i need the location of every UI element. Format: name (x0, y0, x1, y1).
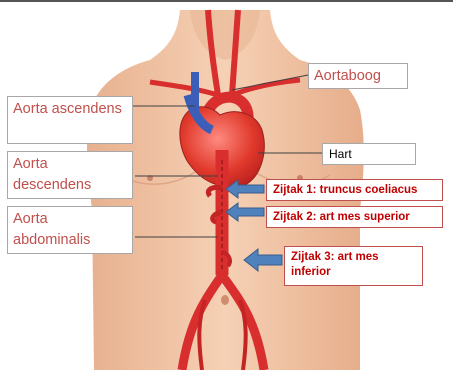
label-aorta-descendens: Aorta descendens (7, 151, 133, 199)
label-aortaboog: Aortaboog (308, 63, 408, 89)
label-zijtak-1: Zijtak 1: truncus coeliacus (266, 179, 443, 201)
label-hart: Hart (322, 143, 416, 165)
label-aorta-ascendens: Aorta ascendens (7, 96, 133, 144)
label-zijtak-3: Zijtak 3: art mes inferior (284, 246, 423, 286)
navel (221, 295, 229, 305)
label-aorta-abdominalis: Aorta abdominalis (7, 206, 133, 254)
label-zijtak-2: Zijtak 2: art mes superior (266, 206, 443, 228)
